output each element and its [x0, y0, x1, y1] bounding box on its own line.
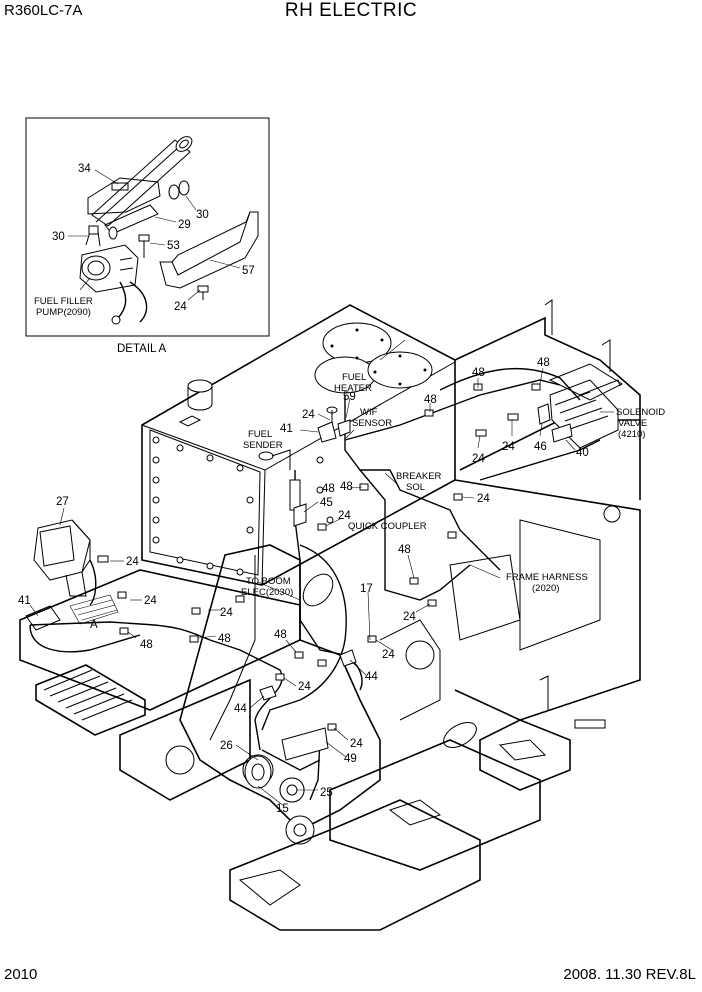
fuel-sender-label-2: SENDER: [243, 440, 283, 451]
callout-25: 25: [320, 787, 333, 799]
valve-bracket: [579, 379, 621, 396]
fuel-heater-label-2: HEATER: [334, 383, 372, 394]
callout-24: 24: [382, 649, 395, 661]
lower-frame: [19, 569, 571, 931]
breaker-sol-label-2: SOL: [406, 482, 425, 493]
connector-45: [293, 503, 307, 527]
callout-24: 24: [403, 611, 416, 623]
callout-48: 48: [274, 629, 287, 641]
ring-terminal: [111, 315, 121, 325]
detail-callout-57: 57: [242, 265, 255, 277]
connector-44a: [259, 685, 277, 701]
detail-a-inset: 34 30 29 30 53 57 24 FUEL FILLER PUMP(20…: [25, 117, 270, 355]
detail-callout-53: 53: [167, 240, 180, 252]
detail-callout-24: 24: [174, 301, 187, 313]
detail-frame: [25, 117, 270, 337]
filler-tube: [91, 136, 193, 227]
detail-caption: DETAIL A: [117, 343, 167, 355]
detail-callout-29: 29: [178, 219, 191, 231]
callout-48: 48: [140, 639, 153, 651]
callout-24: 24: [302, 409, 315, 421]
fuel-heater-label-1: FUEL: [342, 372, 366, 383]
breaker-sol-label-1: BREAKER: [396, 471, 442, 482]
fuel-tank: [141, 304, 456, 586]
fuel-sender: [258, 449, 301, 511]
horn-bracket-49: [281, 727, 329, 761]
callout-49: 49: [344, 753, 357, 765]
boom-arm: [165, 544, 441, 845]
frame-harness-plate: [449, 554, 521, 641]
wif-sensor-label-2: SENSOR: [352, 418, 392, 429]
callout-48: 48: [537, 357, 550, 369]
clamp-30c: [108, 226, 118, 240]
callout-48: 48: [322, 483, 335, 495]
wif-sensor: [317, 406, 351, 443]
connector-40: [551, 423, 573, 443]
page-number: 2010: [4, 966, 38, 983]
clamp-30b: [178, 180, 190, 196]
detail-a-reference: A: [90, 619, 98, 631]
callout-48: 48: [398, 544, 411, 556]
solenoid-valve-label-3: (4210): [618, 429, 645, 440]
callout-59: 59: [343, 391, 356, 403]
page-title: RH ELECTRIC: [284, 0, 418, 21]
fuel-sender-label-1: FUEL: [248, 429, 272, 440]
harness-clamps: [119, 383, 541, 659]
leader-lines: [29, 339, 614, 807]
callout-24: 24: [126, 556, 139, 568]
callout-48-breaker: 48: [340, 481, 353, 493]
callout-48: 48: [218, 633, 231, 645]
pump-wire-2: [129, 281, 148, 323]
bolt-24-detail: [197, 285, 209, 300]
bolts-24: [97, 413, 519, 731]
model-code: R360LC-7A: [4, 2, 83, 19]
callout-48: 48: [472, 367, 485, 379]
callout-46: 46: [534, 441, 547, 453]
to-boom-label-2: ELEC(2030): [241, 587, 293, 598]
main-labels: 27 41 24 24 48 24 48 41 24 59 48 48 48 2…: [18, 357, 665, 815]
wif-sensor-label-1: WIF: [360, 407, 378, 418]
quick-coupler-label: QUICK COUPLER: [348, 521, 427, 532]
date-revision: 2008. 11.30 REV.8L: [563, 966, 696, 983]
work-lamp: [33, 519, 91, 597]
callout-24: 24: [220, 607, 233, 619]
callout-44: 44: [365, 671, 378, 683]
callout-41: 41: [18, 595, 31, 607]
detail-callout-30b: 30: [196, 209, 209, 221]
connector-46: [537, 403, 551, 425]
callout-26: 26: [220, 740, 233, 752]
detail-callout-34: 34: [78, 163, 91, 175]
pump-wire: [117, 281, 127, 319]
callout-40: 40: [576, 447, 589, 459]
callout-48: 48: [424, 394, 437, 406]
callout-24: 24: [502, 441, 515, 453]
bracket-57: [159, 211, 259, 289]
callout-24: 24: [338, 510, 351, 522]
callout-44: 44: [234, 703, 247, 715]
fuel-filler-pump-label-2: PUMP(2090): [36, 307, 91, 318]
solenoid-valve-label-1: SOLENOID: [616, 407, 665, 418]
bolt-53: [138, 234, 150, 258]
clamp-30: [168, 184, 180, 200]
callout-24: 24: [144, 595, 157, 607]
detail-callout-30: 30: [52, 231, 65, 243]
callout-17: 17: [360, 583, 373, 595]
solenoid-valve-label-2: VALVE: [618, 418, 647, 429]
step-ladder: [35, 664, 146, 736]
horns: [244, 755, 305, 803]
callout-24: 24: [350, 738, 363, 750]
fuel-filler-pump-label-1: FUEL FILLER: [34, 296, 93, 307]
callout-41: 41: [280, 423, 293, 435]
callout-15: 15: [276, 803, 289, 815]
frame-harness-label-1: FRAME HARNESS: [506, 572, 588, 583]
callout-24: 24: [477, 493, 490, 505]
callout-45: 45: [320, 497, 333, 509]
bracket-34: [87, 177, 161, 215]
frame-harness-label-2: (2020): [532, 583, 559, 594]
callout-27: 27: [56, 496, 69, 508]
callout-24: 24: [472, 453, 485, 465]
to-boom-label-1: TO BOOM: [246, 576, 291, 587]
callout-24: 24: [298, 681, 311, 693]
